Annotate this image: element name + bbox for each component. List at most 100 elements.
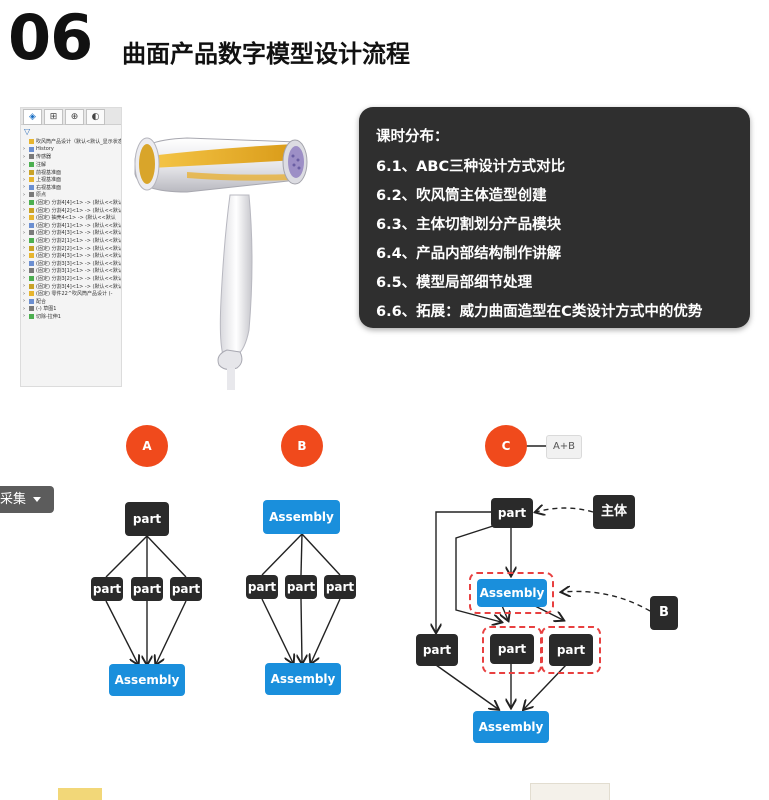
expand-icon[interactable]: › bbox=[23, 191, 25, 198]
part-icon bbox=[29, 283, 34, 289]
tree-item[interactable]: ›右视基准面 bbox=[23, 184, 119, 192]
expand-icon[interactable]: › bbox=[23, 252, 25, 259]
diagram-c-left-part: part bbox=[416, 634, 458, 666]
part-icon bbox=[29, 238, 34, 244]
part-icon bbox=[29, 291, 34, 297]
diagram-a-part: part bbox=[170, 577, 202, 601]
part-icon bbox=[29, 169, 34, 175]
schedule-item: 6.1、ABC三种设计方式对比 bbox=[376, 159, 566, 175]
collect-button[interactable]: 采集 bbox=[0, 486, 54, 513]
tree-item[interactable]: ›(固定) 分割4[3]<1> -> (默认<<默认 bbox=[23, 229, 121, 237]
expand-icon[interactable]: › bbox=[23, 176, 25, 183]
tree-item-label: 切除-拉伸1 bbox=[36, 313, 61, 320]
tree-item-label: (-) 草图1 bbox=[36, 306, 57, 313]
part-icon bbox=[29, 162, 34, 168]
expand-icon[interactable]: › bbox=[23, 153, 25, 160]
expand-icon[interactable]: › bbox=[23, 237, 25, 244]
tree-item-label: (固定) 分割2[2]<1> -> (默认<<默认 bbox=[36, 245, 122, 252]
chevron-down-icon bbox=[33, 497, 42, 502]
tree-item-label: 注解 bbox=[36, 162, 47, 169]
tree-item[interactable]: › (固定) 零件22^吹风筒产品设计 (- bbox=[23, 290, 119, 298]
tree-item[interactable]: › (固定) 分割2[2]<1> -> (默认<<默认 bbox=[23, 244, 122, 252]
part-icon bbox=[29, 222, 34, 228]
part-icon bbox=[29, 184, 34, 190]
tree-item[interactable]: › 注解 bbox=[23, 161, 119, 169]
tree-item[interactable]: › (-) 草图1 bbox=[23, 305, 119, 313]
expand-icon[interactable]: › bbox=[23, 199, 25, 206]
diagram-a-label: A bbox=[126, 425, 168, 467]
diagram-a-part: part bbox=[131, 577, 163, 601]
expand-icon[interactable]: › bbox=[23, 146, 25, 153]
tree-item[interactable]: ›前视基准面 bbox=[23, 168, 119, 176]
tree-item[interactable]: › 切除-拉伸1 bbox=[23, 313, 119, 321]
expand-icon[interactable]: › bbox=[23, 275, 25, 282]
diagram-c-tag: A+B bbox=[546, 435, 582, 459]
part-icon bbox=[29, 306, 34, 312]
tree-item[interactable]: ›上视基准面 bbox=[23, 176, 119, 184]
part-icon bbox=[29, 253, 34, 259]
expand-icon[interactable]: › bbox=[23, 161, 25, 168]
part-icon bbox=[29, 275, 34, 281]
tree-item[interactable]: › (固定) 分割4[2]<1> -> (默认<<默认 bbox=[23, 206, 122, 214]
diagram-a-assembly: Assembly bbox=[109, 664, 185, 696]
feature-tree-panel: ◈ ⊞ ⊕ ◐ ▽ 吹风筒产品设计（默认<默认_显示状态›History›传感器… bbox=[20, 107, 122, 387]
tree-item-label: 传感器 bbox=[36, 154, 52, 161]
tree-item[interactable]: ›配合 bbox=[23, 297, 119, 305]
expand-icon[interactable]: › bbox=[23, 260, 25, 267]
page-title: 曲面产品数字模型设计流程 bbox=[122, 40, 410, 68]
tree-item-label: 吹风筒产品设计（默认<默认_显示状态 bbox=[36, 139, 122, 146]
diagram-a-top-part: part bbox=[125, 502, 169, 536]
tree-item[interactable]: › (固定) 分割4[3]<1> -> (默认<<默认 bbox=[23, 252, 122, 260]
collect-label: 采集 bbox=[0, 492, 27, 507]
tree-item[interactable]: › 传感器 bbox=[23, 153, 119, 161]
diagram-b-part: part bbox=[324, 575, 356, 599]
thumbnail-image bbox=[530, 783, 610, 800]
tree-item[interactable]: › (固定) 分割4[4]<1> -> (默认<<默认 bbox=[23, 199, 122, 207]
part-icon bbox=[29, 146, 34, 152]
part-icon bbox=[29, 298, 34, 304]
part-icon bbox=[29, 177, 34, 183]
tree-item[interactable]: ›原点 bbox=[23, 191, 119, 199]
expand-icon[interactable]: › bbox=[23, 290, 25, 297]
tree-item[interactable]: ›(固定) 分割3[4]<1> -> (默认<<默认 bbox=[23, 282, 121, 290]
tree-item[interactable]: ›(固定) 分割4[1]<1> -> (默认<<默认 bbox=[23, 222, 121, 230]
diagram-c-main-body: 主体 bbox=[593, 495, 635, 529]
tree-item[interactable]: ›(固定) 分割3[2]<1> -> (默认<<默认 bbox=[23, 275, 121, 283]
expand-icon[interactable]: › bbox=[23, 169, 25, 176]
tree-item-label: (固定) 分割4[3]<1> -> (默认<<默认 bbox=[36, 253, 122, 260]
tab-appearance[interactable]: ◐ bbox=[86, 109, 105, 125]
part-icon bbox=[29, 139, 34, 145]
tree-item[interactable]: › (固定) 抽壳4<1> -> (默认<<默认 bbox=[23, 214, 119, 222]
tree-item[interactable]: 吹风筒产品设计（默认<默认_显示状态 bbox=[23, 138, 122, 146]
tree-item-label: (固定) 抽壳4<1> -> (默认<<默认 bbox=[36, 215, 116, 222]
tree-item[interactable]: ›(固定) 分割3[3]<1> -> (默认<<默认 bbox=[23, 260, 121, 268]
expand-icon[interactable]: › bbox=[23, 222, 25, 229]
expand-icon[interactable]: › bbox=[23, 313, 25, 320]
tree-item-label: (固定) 零件22^吹风筒产品设计 (- bbox=[36, 291, 113, 298]
tree-item-label: (固定) 分割4[4]<1> -> (默认<<默认 bbox=[36, 200, 122, 207]
tree-item[interactable]: ›(固定) 分割2[1]<1> -> (默认<<默认 bbox=[23, 237, 121, 245]
expand-icon[interactable]: › bbox=[23, 283, 25, 290]
expand-icon[interactable]: › bbox=[23, 298, 25, 305]
tree-item[interactable]: ›(固定) 分割3[1]<1> -> (默认<<默认 bbox=[23, 267, 121, 275]
tab-configuration[interactable]: ⊕ bbox=[65, 109, 84, 125]
tree-item-label: (固定) 分割4[2]<1> -> (默认<<默认 bbox=[36, 207, 122, 214]
diagram-c-label: C bbox=[485, 425, 527, 467]
diagram-b-label: B bbox=[281, 425, 323, 467]
part-icon bbox=[29, 192, 34, 198]
expand-icon[interactable]: › bbox=[23, 245, 25, 252]
diagram-c-top-part: part bbox=[491, 498, 533, 528]
expand-icon[interactable]: › bbox=[23, 267, 25, 274]
expand-icon[interactable]: › bbox=[23, 229, 25, 236]
tab-feature-manager[interactable]: ◈ bbox=[23, 109, 42, 125]
expand-icon[interactable]: › bbox=[23, 207, 25, 214]
expand-icon[interactable]: › bbox=[23, 214, 25, 221]
tab-property-manager[interactable]: ⊞ bbox=[44, 109, 63, 125]
expand-icon[interactable]: › bbox=[23, 184, 25, 191]
expand-icon[interactable]: › bbox=[23, 305, 25, 312]
part-icon bbox=[29, 260, 34, 266]
part-icon bbox=[29, 200, 34, 206]
filter-icon[interactable]: ▽ bbox=[24, 127, 31, 136]
tree-item[interactable]: ›History bbox=[23, 146, 119, 154]
part-icon bbox=[29, 215, 34, 221]
